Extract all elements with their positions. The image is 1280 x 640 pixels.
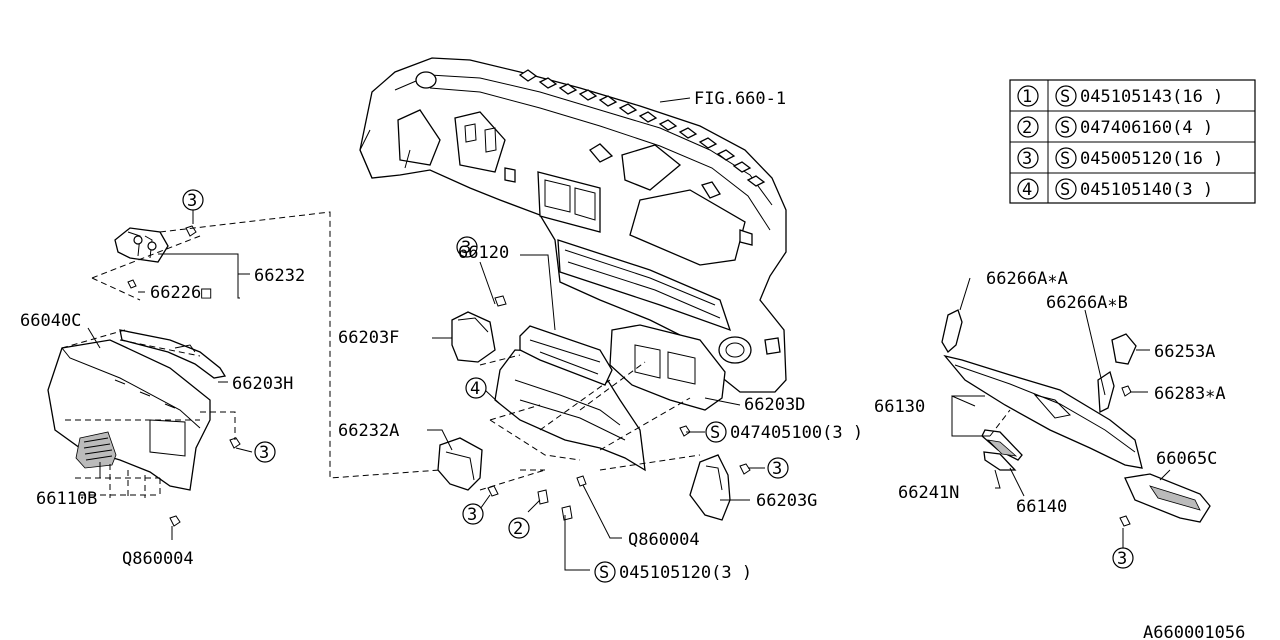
table-row-s-mark: S (1060, 149, 1070, 169)
callout-number: 3 (187, 191, 197, 211)
table-row-part: 045005120(16 ) (1080, 149, 1223, 169)
table-row-s-mark: S (1060, 180, 1070, 200)
callout-circle: 4 (465, 377, 487, 399)
diagram-id: A660001056 (1143, 623, 1245, 640)
callout-circle: 3 (254, 441, 276, 463)
table-row-part: 045105143(16 ) (1080, 87, 1223, 107)
callout-circle: 3 (182, 189, 204, 211)
callout-number: 3 (467, 505, 477, 525)
bracket-66232-drawing (114, 225, 197, 289)
table-row-number: 4 (1022, 180, 1032, 200)
table-row-part: 047406160(4 ) (1080, 118, 1213, 138)
leader-lines (61, 97, 1171, 571)
label-66253a: 66253A (1154, 342, 1215, 362)
label-66283a: 66283∗A (1154, 384, 1226, 404)
callout-circle: 3 (462, 503, 484, 525)
label-66120: 66120 (458, 243, 509, 263)
label-66203h: 66203H (232, 374, 293, 394)
label-fig-ref: FIG.660-1 (694, 89, 786, 109)
table-row-s-mark: S (1060, 87, 1070, 107)
s-mark: S (594, 561, 616, 583)
s-mark-letter: S (710, 423, 720, 443)
label-66203f: 66203F (338, 328, 399, 348)
s-mark-letter: S (599, 563, 609, 583)
label-66241n: 66241N (898, 483, 959, 503)
table-row: 4 S 045105140(3 ) (1017, 178, 1213, 200)
table-row-number: 3 (1022, 149, 1032, 169)
label-s045105120: 045105120(3 ) (619, 563, 752, 583)
callout-circle: 3 (456, 236, 478, 258)
label-q860004-mid: Q860004 (628, 530, 700, 550)
center-bracket-drawing (437, 295, 751, 521)
label-66040c: 66040C (20, 311, 81, 331)
instrument-panel-drawing (359, 57, 787, 393)
callout-number: 2 (513, 519, 523, 539)
label-66232a: 66232A (338, 421, 399, 441)
callout-number: 3 (1117, 549, 1127, 569)
label-q860004-left: Q860004 (122, 549, 194, 569)
table-row: 3 S 045005120(16 ) (1017, 147, 1223, 169)
table-row: 1 S 045105143(16 ) (1017, 85, 1223, 107)
glove-box-66040c-drawing (47, 329, 241, 527)
label-66065c: 66065C (1156, 449, 1217, 469)
callout-number: 3 (461, 238, 471, 258)
callout-number: 4 (470, 379, 480, 399)
s-mark: S (705, 421, 727, 443)
label-66266a-a: 66266A∗A (986, 269, 1068, 289)
table-row: 2 S 047406160(4 ) (1017, 116, 1213, 138)
label-66130: 66130 (874, 397, 925, 417)
table-row-part: 045105140(3 ) (1080, 180, 1213, 200)
callout-circle: 2 (508, 517, 530, 539)
fastener-table: 1 S 045105143(16 ) 2 S 047406160(4 ) 3 S… (1009, 79, 1256, 204)
label-66110b: 66110B (36, 489, 97, 509)
label-66226: 66226□ (150, 283, 212, 303)
right-parts-drawing (941, 309, 1211, 527)
table-row-number: 2 (1022, 118, 1032, 138)
label-66266a-b: 66266A∗B (1046, 293, 1128, 313)
label-s047405100: 047405100(3 ) (730, 423, 863, 443)
label-66232: 66232 (254, 266, 305, 286)
callout-number: 3 (772, 459, 782, 479)
label-66203g: 66203G (756, 491, 817, 511)
callout-circle: 3 (767, 457, 789, 479)
callout-circle: 3 (1112, 547, 1134, 569)
table-row-number: 1 (1022, 87, 1032, 107)
label-66140: 66140 (1016, 497, 1067, 517)
label-66203d: 66203D (744, 395, 805, 415)
table-row-s-mark: S (1060, 118, 1070, 138)
callout-number: 3 (259, 443, 269, 463)
